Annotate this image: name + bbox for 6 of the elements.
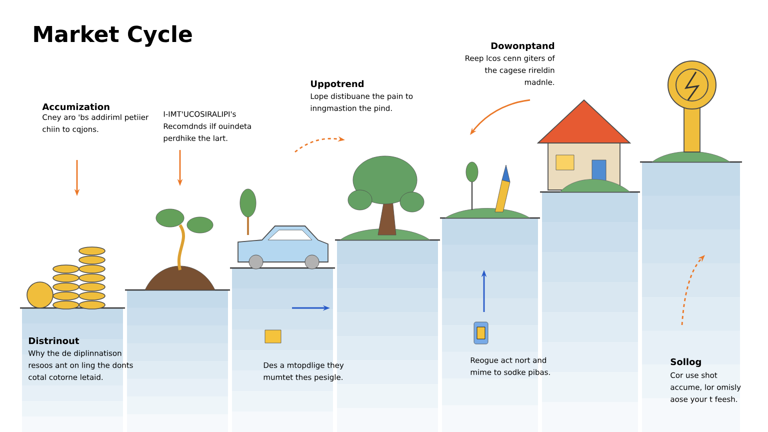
heading: Uppotrend — [311, 80, 364, 89]
heading: Distrinout — [29, 337, 80, 344]
heading: Accumization — [42, 103, 110, 110]
title: Market Cycle — [34, 25, 192, 47]
heading: Dowonptand — [491, 42, 554, 51]
heading: Sollog — [670, 358, 701, 367]
